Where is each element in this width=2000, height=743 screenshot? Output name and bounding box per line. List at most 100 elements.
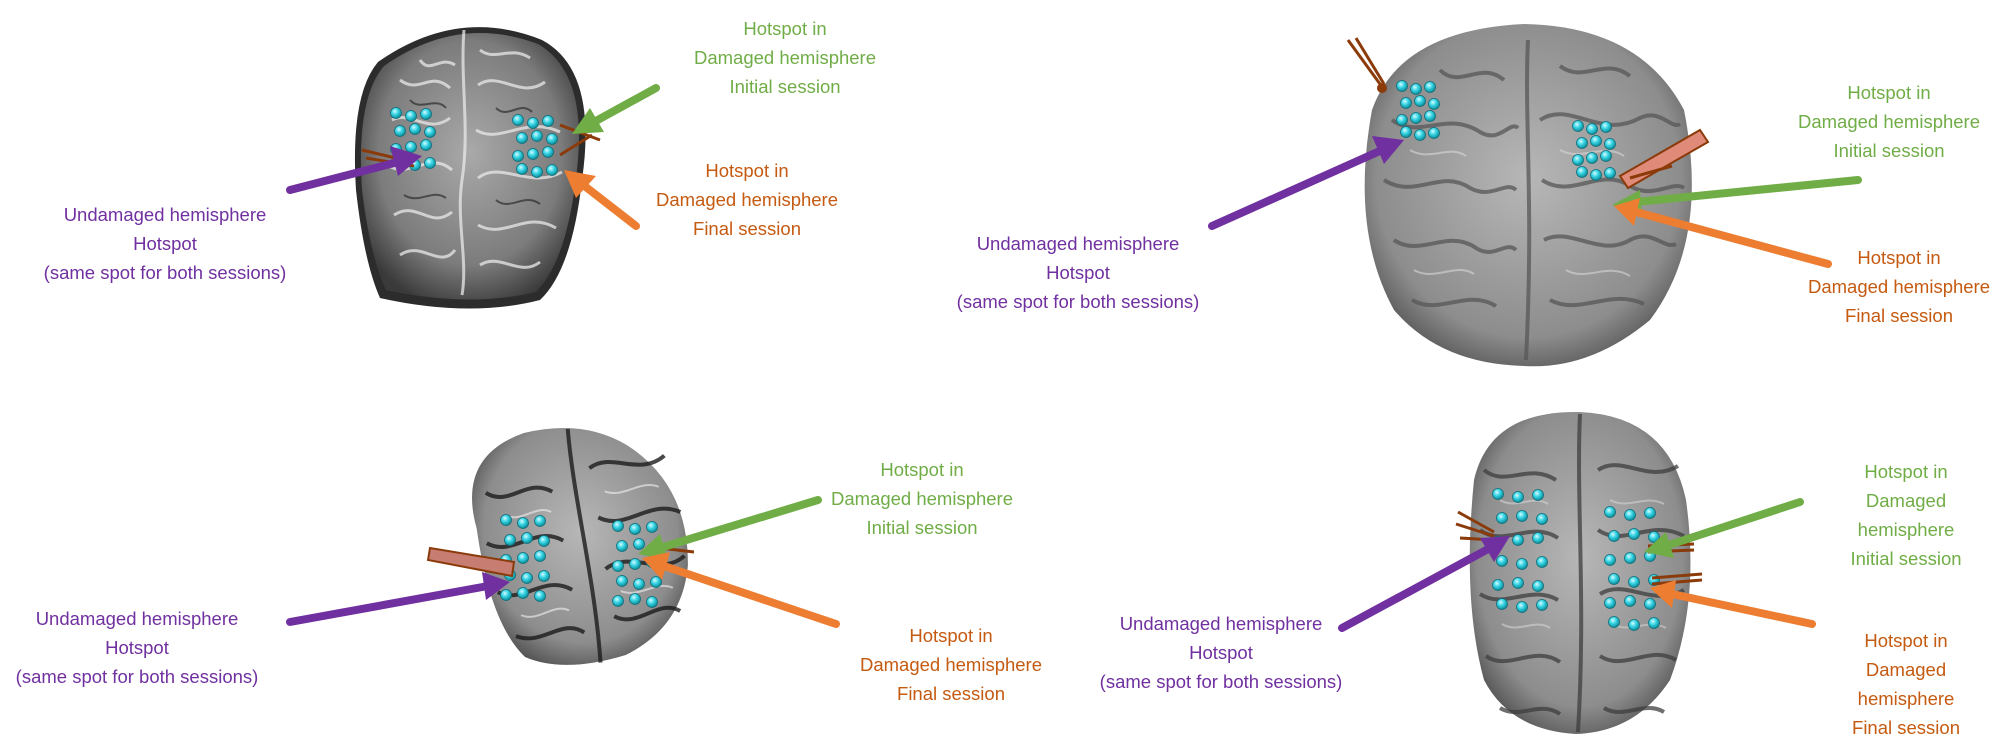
- stimulation-marker: [517, 517, 529, 529]
- label-line: Damaged: [1866, 659, 1946, 680]
- stimulation-marker: [531, 130, 543, 142]
- label-line: Hotspot in: [1857, 247, 1940, 268]
- stimulation-marker: [420, 139, 432, 151]
- stimulation-marker: [1428, 98, 1440, 110]
- stimulation-marker: [504, 534, 516, 546]
- label-line: Hotspot in: [1864, 630, 1947, 651]
- stimulation-marker: [546, 164, 558, 176]
- stimulation-marker: [1590, 169, 1602, 181]
- stimulation-marker: [390, 107, 402, 119]
- label-line: (same spot for both sessions): [16, 666, 259, 687]
- label-line: Damaged hemisphere: [1808, 276, 1990, 297]
- stimulation-marker: [1428, 127, 1440, 139]
- stimulation-marker: [527, 117, 539, 129]
- stimulation-marker: [1410, 112, 1422, 124]
- undamaged-arrow: [1338, 536, 1510, 632]
- stimulation-marker: [1628, 528, 1640, 540]
- initial-session-arrow: [572, 84, 660, 134]
- brain-image: [1469, 411, 1691, 734]
- stimulation-marker: [527, 148, 539, 160]
- stimulation-marker: [1644, 507, 1656, 519]
- label-line: hemisphere: [1858, 688, 1955, 709]
- stimulation-marker: [629, 558, 641, 570]
- stimulation-marker: [616, 540, 628, 552]
- stimulation-marker: [633, 538, 645, 550]
- stimulation-marker: [1424, 81, 1436, 93]
- stimulation-marker: [1586, 152, 1598, 164]
- stimulation-grid-right: [1604, 506, 1660, 631]
- label-line: Hotspot in: [743, 18, 826, 39]
- stimulation-marker: [1536, 556, 1548, 568]
- label-line: Hotspot in: [1847, 82, 1930, 103]
- stimulation-marker: [542, 115, 554, 127]
- stimulation-marker: [534, 515, 546, 527]
- stimulation-marker: [512, 150, 524, 162]
- stimulation-marker: [1532, 489, 1544, 501]
- brain-image: [354, 27, 586, 309]
- initial-session-arrow: [638, 496, 822, 560]
- undamaged-arrow: [286, 146, 422, 194]
- stimulation-marker: [1576, 166, 1588, 178]
- stimulation-marker: [500, 514, 512, 526]
- stimulation-marker: [629, 523, 641, 535]
- stimulation-marker: [1628, 576, 1640, 588]
- label-line: Damaged hemisphere: [656, 189, 838, 210]
- stimulation-marker: [420, 108, 432, 120]
- stimulation-marker: [1414, 129, 1426, 141]
- stimulation-marker: [1624, 595, 1636, 607]
- stimulation-marker: [1600, 150, 1612, 162]
- stimulation-marker: [1424, 110, 1436, 122]
- label-line: Final session: [1852, 717, 1960, 738]
- initial-session-arrow: [1644, 498, 1804, 558]
- stimulation-marker: [1536, 513, 1548, 525]
- stimulation-marker: [629, 593, 641, 605]
- stimulation-marker: [616, 575, 628, 587]
- stimulation-marker: [517, 587, 529, 599]
- stimulation-marker: [409, 123, 421, 135]
- label-line: (same spot for both sessions): [1100, 671, 1343, 692]
- stimulation-marker: [534, 590, 546, 602]
- label-line: Undamaged hemisphere: [64, 204, 267, 225]
- label-line: Final session: [693, 218, 801, 239]
- stimulation-marker: [1512, 491, 1524, 503]
- stimulation-marker: [1532, 532, 1544, 544]
- stimulation-marker: [538, 535, 550, 547]
- stimulation-marker: [1604, 167, 1616, 179]
- stimulation-marker: [1644, 598, 1656, 610]
- stimulation-marker: [1604, 506, 1616, 518]
- stimulation-marker: [1516, 510, 1528, 522]
- stimulation-marker: [1512, 534, 1524, 546]
- undamaged-arrow: [286, 572, 510, 626]
- label-line: Final session: [1845, 305, 1953, 326]
- stimulation-marker: [1604, 554, 1616, 566]
- label-line: Hotspot: [133, 233, 197, 254]
- stimulation-marker: [1604, 597, 1616, 609]
- label-line: Final session: [897, 683, 1005, 704]
- label-line: Initial session: [866, 517, 977, 538]
- stimulation-marker: [612, 520, 624, 532]
- brain-image: [1364, 24, 1692, 367]
- stimulation-marker: [534, 550, 546, 562]
- stimulation-marker: [1532, 580, 1544, 592]
- stimulation-marker: [1400, 97, 1412, 109]
- stimulation-marker: [1572, 154, 1584, 166]
- stimulation-marker: [1492, 488, 1504, 500]
- final-session-arrow: [564, 170, 640, 230]
- stimulation-marker: [633, 578, 645, 590]
- stimulation-marker: [1624, 509, 1636, 521]
- label-line: Hotspot in: [1864, 461, 1947, 482]
- stimulation-marker: [1600, 121, 1612, 133]
- label-line: Initial session: [729, 76, 840, 97]
- coil-marker: [1346, 37, 1710, 190]
